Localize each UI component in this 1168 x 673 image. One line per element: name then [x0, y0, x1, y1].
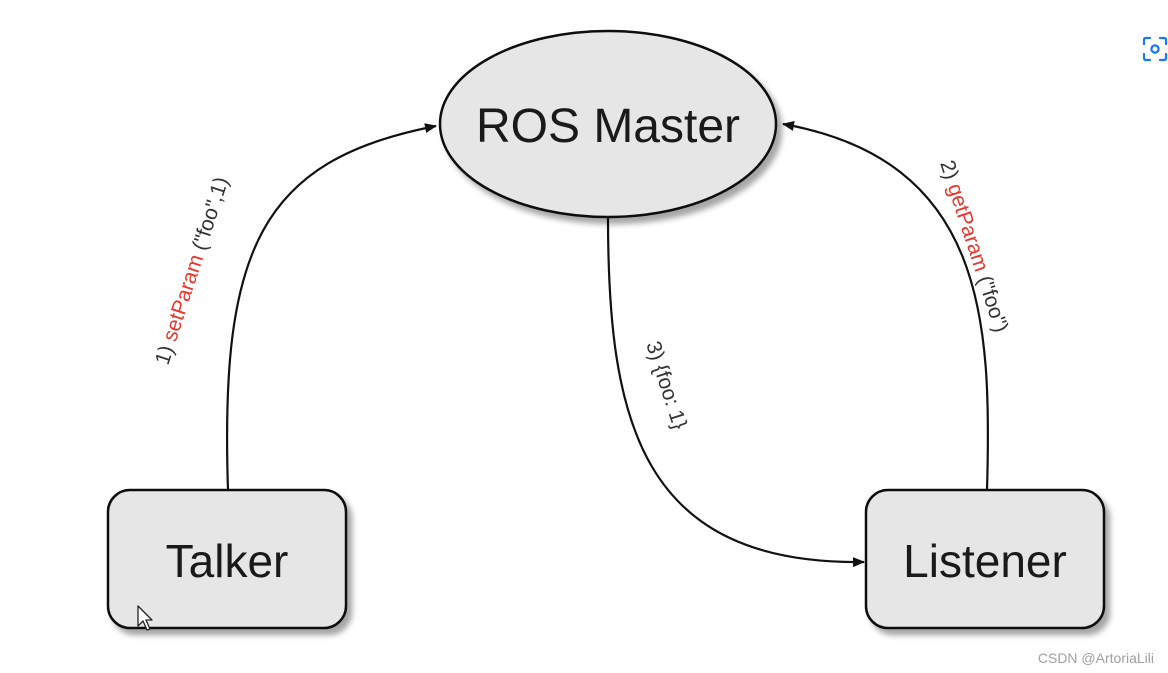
- set-param-args: ("foo",1): [186, 174, 233, 259]
- set-param-method: setParam: [158, 252, 208, 345]
- scan-icon[interactable]: [1142, 36, 1168, 62]
- response-label: 3) {foo: 1}: [641, 338, 691, 432]
- edge-get-param-line: [782, 121, 990, 491]
- ros-master-node: [438, 29, 778, 219]
- ros-master-label: ROS Master: [476, 100, 740, 153]
- talker-label: Talker: [166, 535, 289, 587]
- watermark-text: CSDN @ArtoriaLili: [1037, 650, 1154, 666]
- edge-set-param-line: [225, 123, 437, 491]
- mouse-pointer-icon: [137, 605, 153, 631]
- listener-label: Listener: [903, 535, 1067, 587]
- set-param-label: 1) setParam ("foo",1): [151, 174, 233, 367]
- listener-node: [864, 488, 1106, 630]
- get-param-label: 2) getParam ("foo"): [935, 157, 1012, 335]
- edge-response-line: [606, 216, 865, 568]
- get-param-method: getParam: [943, 181, 993, 275]
- talker-node: [106, 488, 348, 630]
